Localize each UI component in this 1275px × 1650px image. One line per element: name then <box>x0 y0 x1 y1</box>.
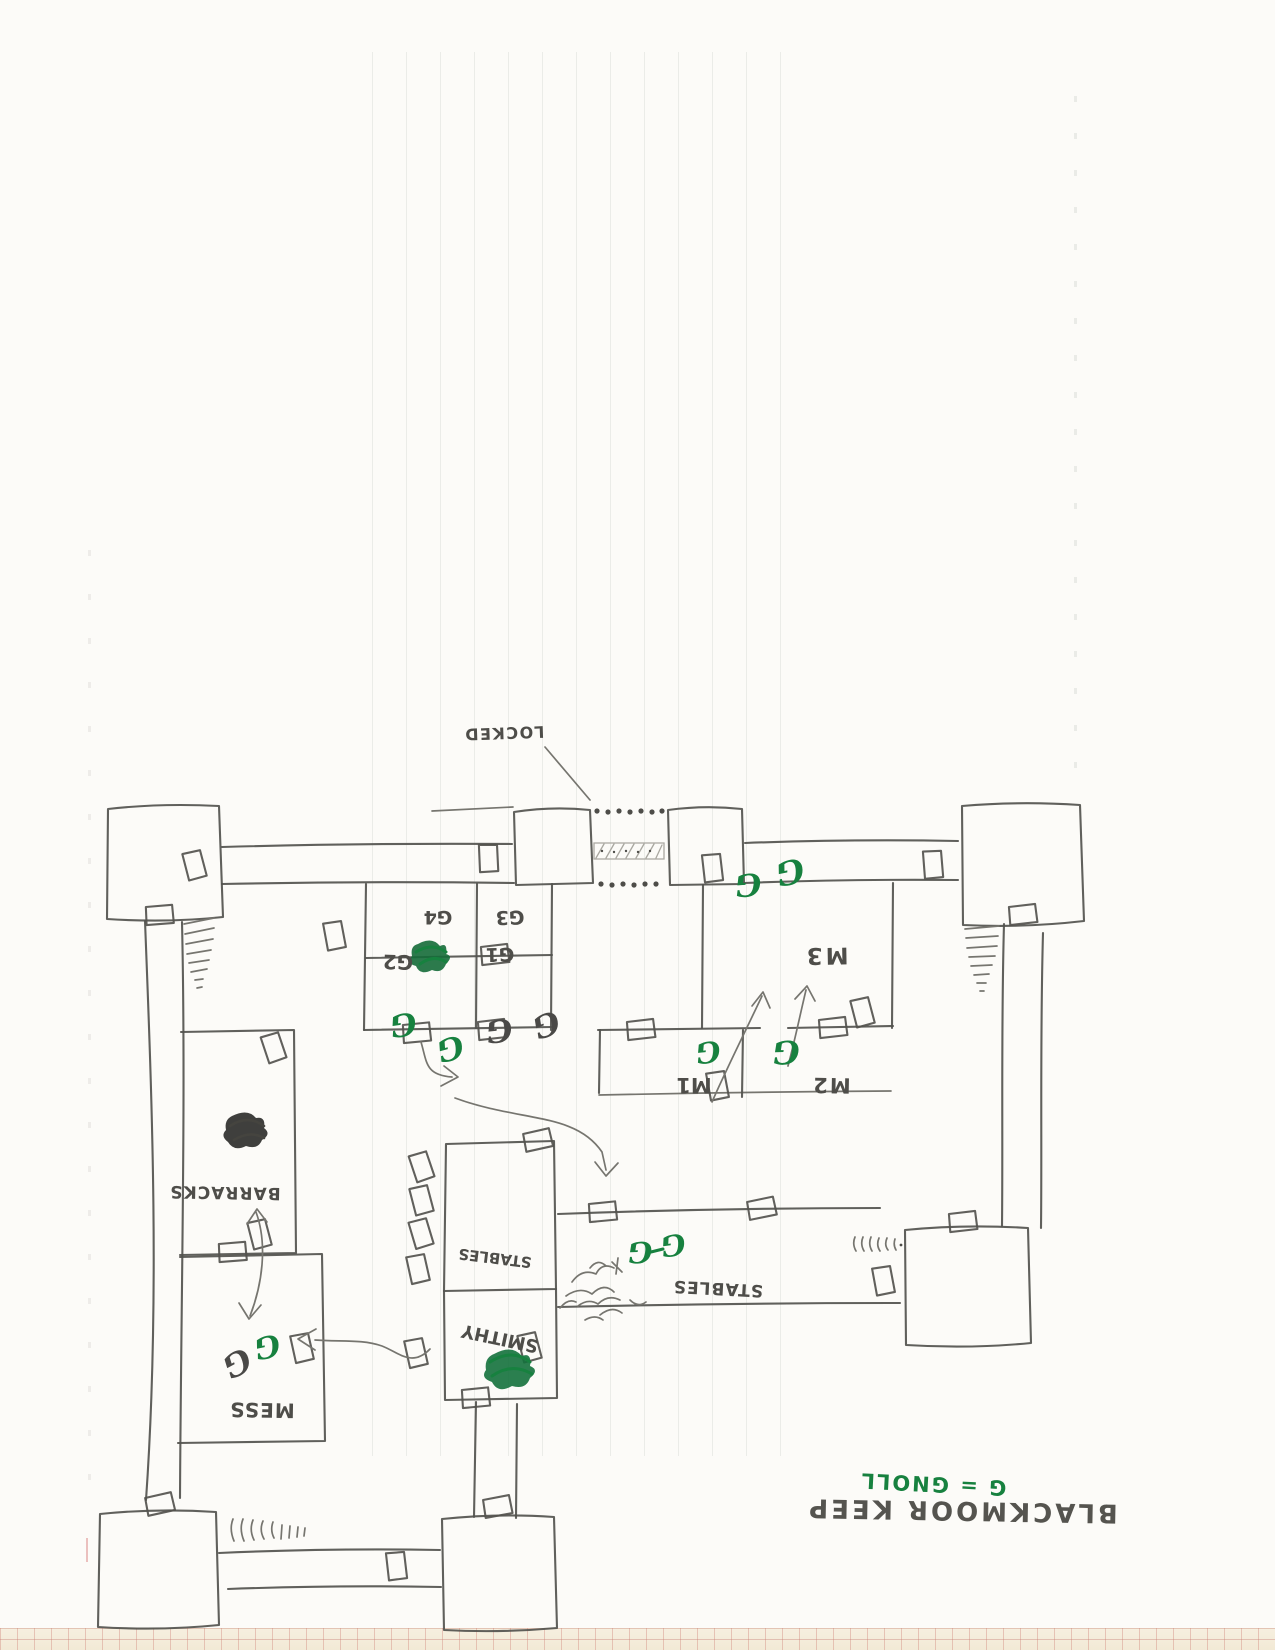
stairs-northeast <box>964 925 1000 992</box>
scribble-stables-hay <box>559 1257 647 1321</box>
route-arrows <box>238 985 816 1359</box>
guardroom-block <box>362 882 554 1032</box>
room-label-barracks: BARRACKS <box>169 1181 281 1203</box>
graph-paper-ticks-left <box>88 540 91 1480</box>
gate-passage <box>544 746 665 888</box>
stairs-southeast <box>852 1236 903 1252</box>
graph-paper-ticks-right <box>1074 88 1077 768</box>
room-label-m2: M2 <box>811 1072 851 1098</box>
tower-south-middle <box>440 1514 559 1633</box>
gatehouse-tower-west <box>512 807 595 887</box>
tower-northwest <box>105 803 225 922</box>
south-wall <box>217 1548 443 1591</box>
green-blob-smithy <box>484 1349 535 1390</box>
west-wall <box>143 919 185 1502</box>
room-mess <box>176 1252 327 1445</box>
gate-note-label: LOCKED <box>463 722 545 744</box>
dark-blob-barracks <box>223 1112 268 1149</box>
green-dash-stables <box>649 1247 665 1254</box>
room-m1-m2 <box>596 1024 895 1099</box>
green-blob-guardroom-g2 <box>409 940 450 973</box>
locked-pointer-line <box>544 746 591 801</box>
tower-southeast <box>903 1225 1033 1348</box>
tower-northeast <box>960 802 1086 927</box>
room-barracks <box>178 1028 298 1257</box>
gnoll-mark-m2: G <box>771 1032 801 1072</box>
room-label-g4: G4 <box>423 906 453 928</box>
room-label-m1: M1 <box>676 1073 712 1097</box>
gatehouse-tower-east <box>666 806 746 887</box>
gnoll-mark-courtyard-c-pencil: G <box>483 1010 515 1050</box>
room-label-mess: MESS <box>229 1397 295 1423</box>
corridor-smithy-to-tower <box>472 1400 519 1520</box>
gnoll-mark-stables-b: G <box>658 1226 688 1264</box>
gnoll-mark-stables-a: G <box>627 1234 653 1270</box>
gnoll-mark-m3-a: G <box>733 865 763 903</box>
stairs-northwest <box>183 917 215 989</box>
room-m3 <box>700 881 895 1030</box>
east-wall <box>1000 922 1045 1230</box>
tower-southwest <box>96 1509 221 1630</box>
room-stables-inner <box>442 1139 558 1293</box>
gnoll-mark-courtyard-a: G <box>387 1004 419 1044</box>
stairs-southwest <box>230 1518 306 1542</box>
gnoll-mark-m1: G <box>693 1033 723 1071</box>
room-label-g2: G2 <box>382 949 414 975</box>
north-wall <box>220 806 960 886</box>
room-label-g3: G3 <box>495 905 525 929</box>
room-label-g1: G1 <box>485 942 515 966</box>
paper-margin-mark <box>86 1538 88 1562</box>
paper-bottom-grid-edge <box>0 1628 1275 1650</box>
room-smithy <box>442 1287 559 1402</box>
map-title: BLACKMOOR KEEP <box>805 1492 1119 1528</box>
room-stables-south <box>556 1206 902 1309</box>
room-label-m3: M3 <box>803 941 849 969</box>
